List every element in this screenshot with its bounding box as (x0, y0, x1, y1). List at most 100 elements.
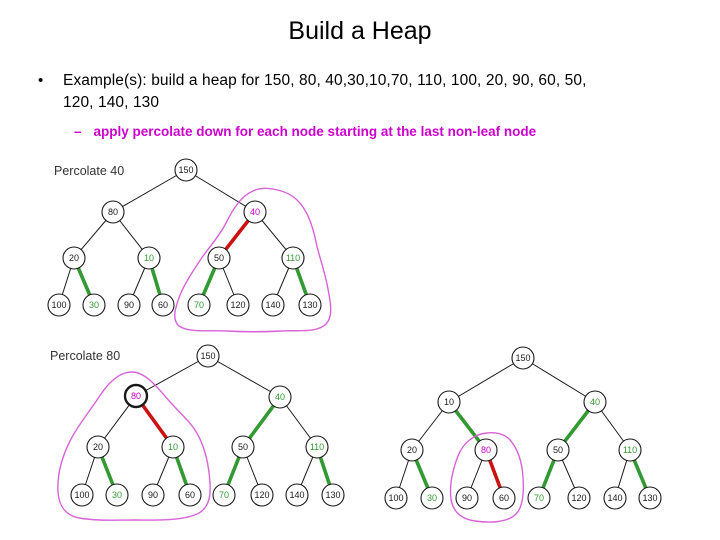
node-circle-140 (285, 483, 309, 507)
node-value-140: 140 (265, 300, 280, 310)
edge-150-40 (522, 357, 596, 403)
node-circle-40 (583, 390, 607, 414)
node-value-30: 30 (89, 300, 99, 310)
node-value-100: 100 (388, 493, 403, 503)
node-value-50: 50 (553, 445, 563, 455)
node-value-70: 70 (534, 493, 544, 503)
node-circle-10 (161, 435, 185, 459)
node-value-140: 140 (607, 493, 622, 503)
node-value-20: 20 (93, 442, 103, 452)
node-circle-120 (567, 486, 591, 510)
node-circle-10 (437, 390, 461, 414)
bullet-line-1: Example(s): build a heap for 150, 80, 40… (63, 72, 587, 89)
node-value-60: 60 (158, 300, 168, 310)
node-circle-70 (187, 293, 211, 317)
node-value-40: 40 (250, 207, 260, 217)
node-value-130: 130 (642, 493, 657, 503)
node-circle-70 (212, 483, 236, 507)
node-value-150: 150 (515, 353, 530, 363)
node-value-150: 150 (200, 351, 215, 361)
tree-percolate-80-step1: 150 80 40 20 10 50 110 100 30 90 60 70 1… (70, 344, 345, 507)
node-circle-120 (250, 483, 274, 507)
node-value-40: 40 (590, 397, 600, 407)
slide-title: Build a Heap (288, 17, 432, 45)
edge-150-40 (207, 355, 281, 398)
node-circle-60 (178, 483, 202, 507)
node-circle-140 (603, 486, 627, 510)
node-circle-20 (400, 438, 424, 462)
node-value-10: 10 (144, 253, 154, 263)
node-value-60: 60 (499, 493, 509, 503)
node-value-110: 110 (310, 442, 324, 452)
node-value-90: 90 (124, 300, 134, 310)
node-value-140: 140 (289, 490, 304, 500)
node-circle-60 (492, 486, 516, 510)
node-circle-130 (321, 483, 345, 507)
node-value-150: 150 (178, 165, 193, 175)
tree-percolate-40: 150 80 40 20 10 50 110 100 30 90 60 70 1… (47, 158, 322, 317)
node-value-20: 20 (407, 445, 417, 455)
node-circle-60 (151, 293, 175, 317)
bullet-item: • Example(s): build a heap for 150, 80, … (38, 70, 586, 114)
node-circle-150 (511, 346, 535, 370)
node-value-60: 60 (185, 490, 195, 500)
node-value-120: 120 (230, 300, 245, 310)
node-value-80: 80 (481, 445, 491, 455)
node-value-130: 130 (325, 490, 340, 500)
node-value-70: 70 (219, 490, 229, 500)
edge-150-80 (112, 169, 187, 213)
node-circle-30 (420, 486, 444, 510)
sub-bullet-text: apply percolate down for each node start… (93, 124, 537, 139)
node-circle-50 (546, 438, 570, 462)
node-circle-110 (618, 438, 642, 462)
node-circle-150 (174, 158, 198, 182)
node-value-80: 80 (131, 391, 141, 401)
percolate-80-label: Percolate 80 (50, 349, 121, 363)
sub-bullet-dash: – (74, 124, 82, 139)
highlight-loop-subtree-80-step1 (57, 371, 211, 521)
node-circle-140 (261, 293, 285, 317)
node-value-110: 110 (623, 445, 637, 455)
node-circle-50 (207, 246, 231, 270)
node-circle-30 (105, 483, 129, 507)
node-circle-20 (62, 246, 86, 270)
node-value-100: 100 (51, 300, 66, 310)
node-circle-10 (137, 246, 161, 270)
node-value-100: 100 (74, 490, 89, 500)
node-value-120: 120 (254, 490, 269, 500)
node-value-130: 130 (302, 300, 317, 310)
edge-150-80 (135, 355, 209, 397)
node-value-10: 10 (168, 442, 178, 452)
node-circle-40 (268, 385, 292, 409)
node-value-50: 50 (214, 253, 224, 263)
node-circle-80 (474, 438, 498, 462)
node-circle-90 (455, 486, 479, 510)
highlight-loop-subtree-80-step2 (449, 431, 525, 523)
node-circle-20 (86, 435, 110, 459)
node-circle-90 (141, 483, 165, 507)
node-circle-150 (196, 344, 220, 368)
node-circle-70 (527, 486, 551, 510)
node-value-70: 70 (194, 300, 204, 310)
node-value-90: 90 (148, 490, 158, 500)
node-value-30: 30 (427, 493, 437, 503)
node-circle-130 (638, 486, 662, 510)
node-circle-100 (384, 486, 408, 510)
node-circle-110 (305, 435, 329, 459)
percolate-40-label: Percolate 40 (54, 164, 125, 178)
node-value-80: 80 (108, 207, 118, 217)
sub-bullet-item: – apply percolate down for each node sta… (74, 124, 536, 139)
node-circle-30 (82, 293, 106, 317)
node-circle-50 (231, 435, 255, 459)
node-circle-120 (226, 293, 250, 317)
node-value-10: 10 (444, 397, 454, 407)
node-value-110: 110 (286, 253, 300, 263)
node-circle-80 (101, 200, 125, 224)
bullet-text: Example(s): build a heap for 150, 80, 40… (63, 70, 586, 114)
node-circle-100 (47, 293, 71, 317)
node-value-90: 90 (462, 493, 472, 503)
highlight-loop-subtree-40 (174, 187, 332, 333)
node-circle-130 (298, 293, 322, 317)
